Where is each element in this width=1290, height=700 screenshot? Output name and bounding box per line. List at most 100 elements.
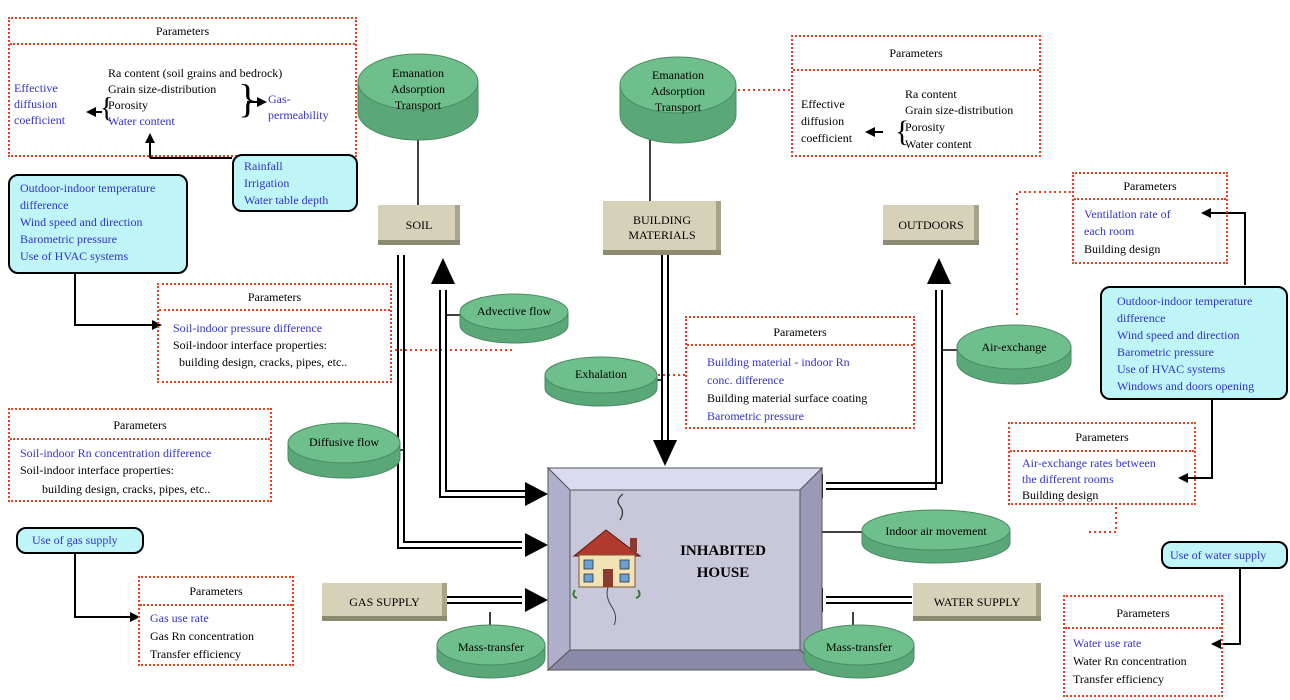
soil-process-3: Transport	[394, 98, 442, 112]
ventilation-param-3: Building design	[1084, 242, 1161, 256]
gas-param-1: Gas use rate	[150, 611, 209, 625]
process-advective-flow: Advective flow	[476, 304, 552, 318]
diffusive-param-1: Soil-indoor Rn concentration difference	[20, 446, 212, 460]
diffusive-params-heading: Parameters	[113, 418, 167, 432]
source-gas-label: GAS SUPPLY	[349, 594, 420, 609]
diffusive-param-3: building design, cracks, pipes, etc..	[42, 482, 211, 496]
advective-params-box: Parameters Soil-indoor pressure differen…	[157, 283, 392, 383]
outdoor-left-4: Barometric pressure	[20, 232, 117, 246]
gas-params-box: Parameters Gas use rate Gas Rn concentra…	[138, 576, 294, 666]
source-building-label-1: BUILDING	[633, 213, 691, 227]
brace-right-icon: }	[238, 76, 258, 121]
outdoor-right-4: Barometric pressure	[1117, 345, 1214, 359]
water-param-1: Water use rate	[1073, 636, 1142, 650]
ventilation-params-heading: Parameters	[1123, 179, 1177, 193]
outdoor-right-6: Windows and doors opening	[1117, 379, 1255, 393]
bm-param-ra: Ra content	[905, 87, 957, 101]
airexchange-params-heading: Parameters	[1075, 430, 1129, 444]
process-air-exchange: Air-exchange	[981, 340, 1047, 354]
water-use-text: Use of water supply	[1170, 548, 1267, 562]
advective-params-heading: Parameters	[247, 290, 302, 304]
airexchange-param-3: Building design	[1022, 488, 1099, 502]
gas-use-box: Use of gas supply	[16, 527, 144, 554]
outdoor-right-3: Wind speed and direction	[1117, 328, 1240, 342]
process-exhalation: Exhalation	[575, 367, 627, 381]
soil-param-porosity: Porosity	[108, 98, 149, 112]
soil-left-label-1: Effective	[14, 81, 58, 95]
bm-brace-icon: {	[895, 115, 910, 148]
bm-process-3: Transport	[654, 100, 702, 114]
house-clipart	[572, 493, 642, 626]
diffusive-params-box: Parameters Soil-indoor Rn concentration …	[8, 408, 272, 502]
advective-param-2: Soil-indoor interface properties:	[173, 338, 327, 352]
bm-indoor-param-4: Barometric pressure	[707, 409, 804, 423]
bm-param-porosity: Porosity	[905, 120, 946, 134]
house-label-line-2: HOUSE	[696, 565, 750, 581]
gas-param-3: Transfer efficiency	[150, 647, 241, 661]
source-soil-label: SOIL	[405, 217, 433, 232]
water-param-2: Water Rn concentration	[1073, 654, 1187, 668]
outdoor-left-1: Outdoor-indoor temperature	[20, 181, 156, 195]
process-mass-transfer-water: Mass-transfer	[826, 640, 892, 654]
brace-left-icon: {	[100, 93, 114, 124]
outdoor-right-2: difference	[1117, 311, 1166, 325]
bm-indoor-param-3: Building material surface coating	[707, 391, 868, 405]
water-use-box: Use of water supply	[1161, 541, 1288, 569]
diffusive-param-2: Soil-indoor interface properties:	[20, 463, 174, 477]
soil-param-water: Water content	[108, 114, 175, 128]
outdoor-factors-left-box: Outdoor-indoor temperature difference Wi…	[8, 174, 188, 274]
soil-right-label-1: Gas-	[268, 92, 291, 106]
bm-indoor-param-2: conc. difference	[707, 373, 785, 387]
soil-params-heading: Parameters	[155, 24, 210, 38]
bm-param-grain: Grain size-distribution	[905, 103, 1014, 117]
airexchange-param-2: the different rooms	[1022, 472, 1114, 486]
ellipse-layer	[287, 53, 1072, 679]
advective-param-3: building design, cracks, pipes, etc..	[179, 355, 348, 369]
source-outdoors: OUTDOORS	[883, 205, 979, 245]
bm-param-water: Water content	[905, 137, 972, 151]
gas-param-2: Gas Rn concentration	[150, 629, 254, 643]
bm-indoor-param-1: Building material - indoor Rn	[707, 355, 850, 369]
soil-process-2: Adsorption	[391, 82, 445, 96]
process-diffusive-flow: Diffusive flow	[308, 435, 380, 449]
bm-indoor-params-box: Parameters Building material - indoor Rn…	[685, 316, 915, 429]
process-indoor-air-movement: Indoor air movement	[885, 524, 987, 538]
source-building-label-2: MATERIALS	[628, 228, 696, 242]
rainfall-text: Rainfall	[244, 159, 283, 173]
soil-process-1: Emanation	[392, 66, 444, 80]
gas-use-text: Use of gas supply	[32, 533, 118, 547]
bm-left-label-1: Effective	[801, 97, 845, 111]
soil-left-label-2: diffusion	[14, 97, 58, 111]
bm-indoor-params-heading: Parameters	[773, 325, 827, 339]
source-outdoors-label: OUTDOORS	[898, 217, 964, 232]
soil-params-box: Parameters Ra content (soil grains and b…	[8, 17, 357, 157]
bm-left-label-2: diffusion	[801, 114, 845, 128]
ventilation-params-box: Parameters Ventilation rate of each room…	[1072, 172, 1228, 264]
source-building-materials: BUILDING MATERIALS	[603, 201, 721, 255]
source-soil: SOIL	[378, 205, 460, 245]
outdoor-right-5: Use of HVAC systems	[1117, 362, 1226, 376]
airexchange-param-1: Air-exchange rates between	[1022, 456, 1156, 470]
process-mass-transfer-gas: Mass-transfer	[458, 640, 524, 654]
water-param-3: Transfer efficiency	[1073, 672, 1164, 686]
outdoor-right-1: Outdoor-indoor temperature	[1117, 294, 1253, 308]
source-water-label: WATER SUPPLY	[933, 594, 1021, 609]
water-params-heading: Parameters	[1116, 606, 1170, 620]
bm-params-heading: Parameters	[889, 46, 943, 60]
bm-params-box: Parameters Ra content Grain size-distrib…	[791, 35, 1041, 157]
gas-params-heading: Parameters	[189, 584, 243, 598]
soil-param-grain: Grain size-distribution	[108, 82, 217, 96]
water-table-text: Water table depth	[244, 193, 329, 207]
outdoor-factors-right-box: Outdoor-indoor temperature difference Wi…	[1100, 286, 1288, 400]
outdoor-left-3: Wind speed and direction	[20, 215, 143, 229]
house-label-line-1: INHABITED	[680, 543, 766, 559]
outdoor-left-5: Use of HVAC systems	[20, 249, 129, 263]
irrigation-text: Irrigation	[244, 176, 290, 190]
bm-process-1: Emanation	[652, 68, 704, 82]
soil-left-label-3: coefficient	[14, 113, 66, 127]
source-gas-supply: GAS SUPPLY	[322, 583, 447, 621]
bm-left-label-3: coefficient	[801, 131, 853, 145]
bm-process-2: Adsorption	[651, 84, 705, 98]
house-label: INHABITED HOUSE	[668, 540, 778, 584]
